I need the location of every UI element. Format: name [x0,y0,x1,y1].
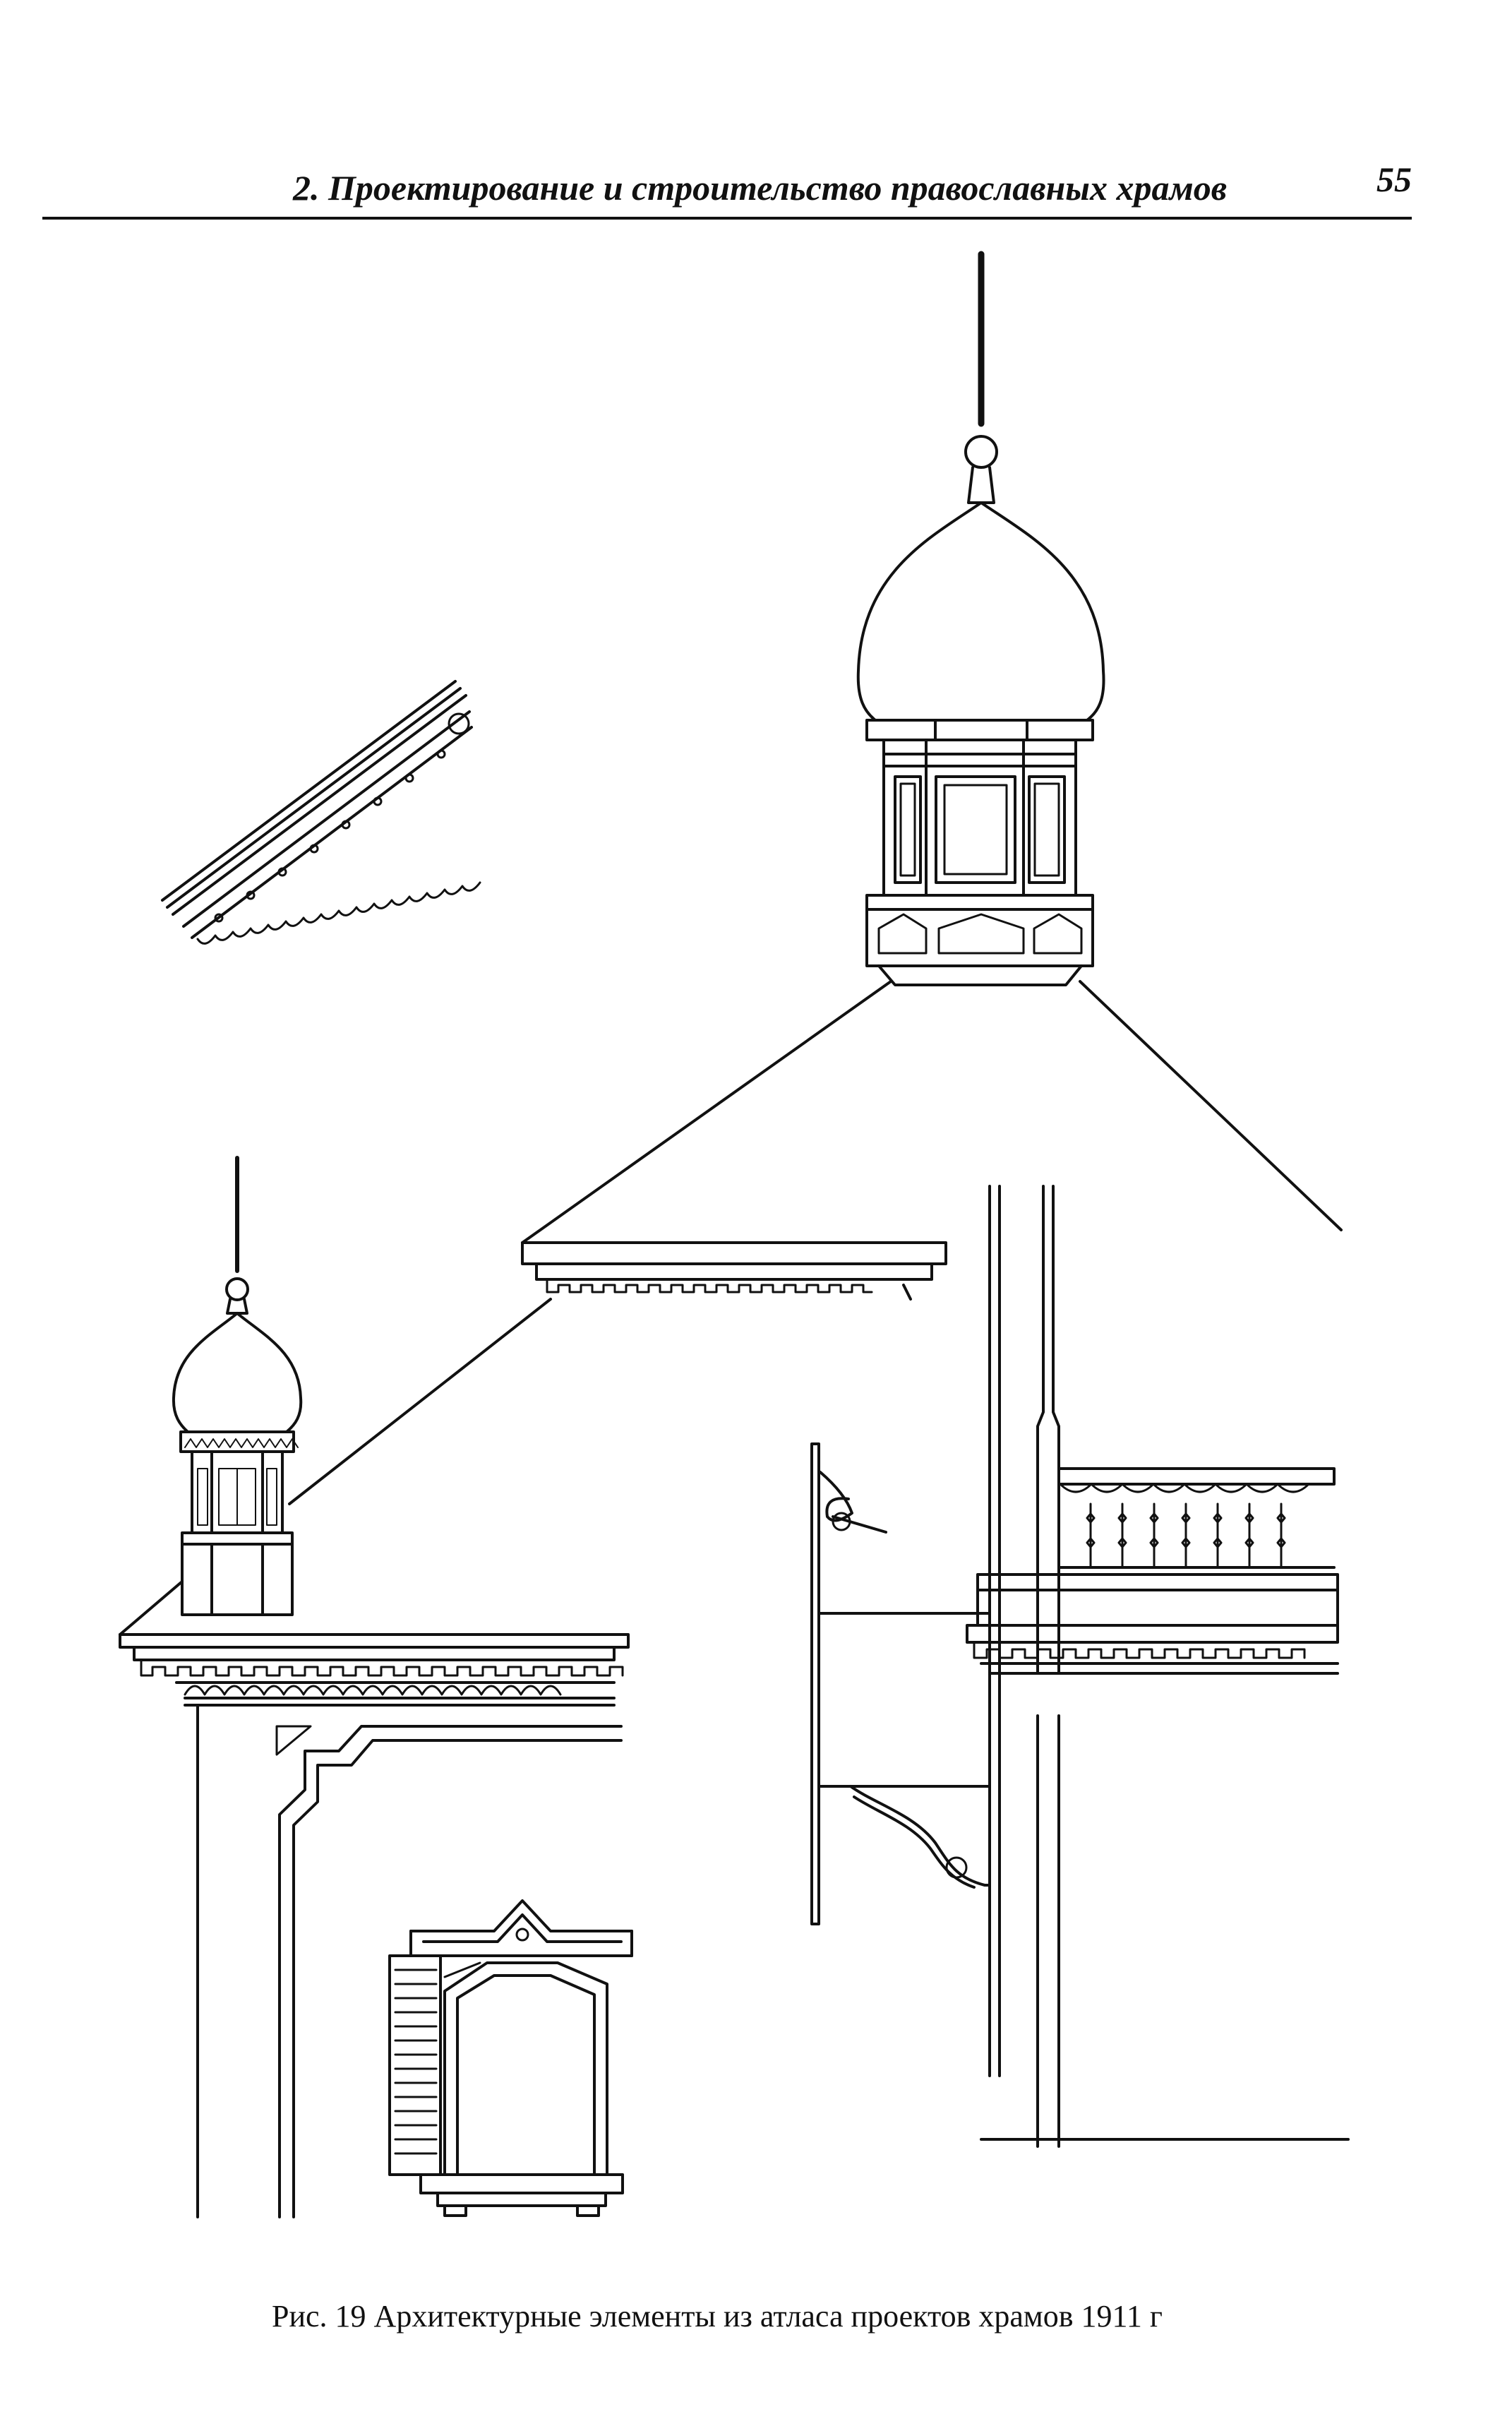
lower-cornice [119,1580,630,1707]
main-roof [288,980,1343,1505]
wall-corner [196,1704,623,2218]
large-onion-dome [856,251,1105,986]
page-number: 55 [1376,160,1412,199]
running-header-title: 2. Проектирование и строительство правос… [293,168,1228,208]
window-with-shutter [388,1899,633,2217]
architectural-drawing [0,240,1512,2273]
small-onion-dome [172,1156,303,1616]
figure-caption: Рис. 19 Архитектурные элементы из атласа… [272,2299,1163,2334]
header-rule [42,217,1412,220]
running-header: 2. Проектирование и строительство правос… [42,159,1412,222]
gallery-and-pillars [810,1185,1350,2148]
cornice-fragment [161,680,481,945]
